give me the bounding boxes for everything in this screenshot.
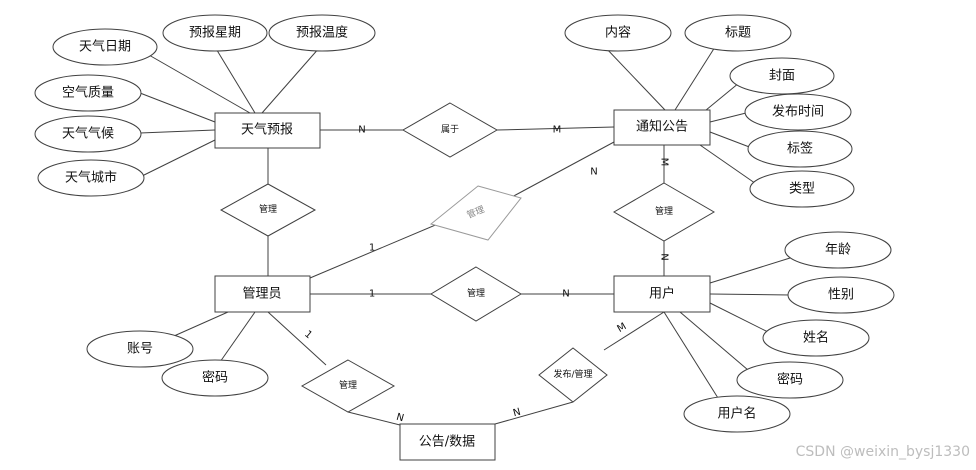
cardinality-belongs-notice: M <box>553 125 562 136</box>
svg-text:账号: 账号 <box>127 342 153 357</box>
svg-text:性别: 性别 <box>828 288 854 303</box>
svg-text:年龄: 年龄 <box>825 243 851 258</box>
attribute-forecast-temp: 预报温度 <box>268 14 376 52</box>
relationship-user-publish-manage: 发布/管理 <box>538 347 608 403</box>
attribute-notice-publish-time: 发布时间 <box>744 93 852 131</box>
attribute-notice-content: 内容 <box>564 14 672 52</box>
attribute-weather-climate: 天气气候 <box>34 115 142 153</box>
svg-text:通知公告: 通知公告 <box>636 119 688 135</box>
attribute-notice-tag: 标签 <box>747 130 853 168</box>
entity-notice-data: 公告/数据 <box>399 423 496 461</box>
relationship-user-manage-notice: 管理 <box>613 182 715 242</box>
attribute-air-quality: 空气质量 <box>34 74 142 112</box>
svg-text:管理员: 管理员 <box>242 287 281 302</box>
attribute-weather-city: 天气城市 <box>37 159 145 197</box>
svg-text:标签: 标签 <box>787 141 813 157</box>
svg-text:姓名: 姓名 <box>803 330 829 346</box>
svg-text:管理: 管理 <box>339 379 357 391</box>
svg-text:公告/数据: 公告/数据 <box>419 435 475 450</box>
svg-text:封面: 封面 <box>769 69 795 84</box>
attribute-notice-title: 标题 <box>684 14 792 52</box>
relationship-admin-manage-notice: 管理 <box>429 185 522 241</box>
svg-text:管理: 管理 <box>655 205 673 217</box>
svg-text:密码: 密码 <box>202 370 228 386</box>
svg-text:密码: 密码 <box>777 372 803 388</box>
cardinality-admin-data-data: N <box>395 412 405 425</box>
cardinality-user-notice-user: N <box>659 253 670 260</box>
attribute-user-password: 密码 <box>736 361 844 399</box>
svg-text:天气气候: 天气气候 <box>62 126 114 142</box>
attribute-notice-cover: 封面 <box>729 57 835 95</box>
entity-user: 用户 <box>613 275 711 313</box>
cardinality-admin-notice-admin: 1 <box>369 243 375 254</box>
attribute-user-name: 姓名 <box>762 319 870 357</box>
cardinality-user-notice-notice: M <box>659 158 670 167</box>
svg-text:管理: 管理 <box>467 287 485 299</box>
connector-lines <box>134 46 791 426</box>
svg-text:天气城市: 天气城市 <box>65 170 117 186</box>
attribute-admin-account: 账号 <box>86 330 194 368</box>
attribute-user-gender: 性别 <box>787 276 895 314</box>
svg-text:发布/管理: 发布/管理 <box>553 368 592 380</box>
svg-text:标题: 标题 <box>725 26 751 41</box>
svg-text:用户名: 用户名 <box>717 406 756 422</box>
cardinality-belongs-weather: N <box>358 125 365 136</box>
svg-text:内容: 内容 <box>605 25 631 41</box>
cardinality-admin-user-admin: 1 <box>369 289 375 300</box>
svg-text:属于: 属于 <box>441 124 459 135</box>
watermark-text: CSDN @weixin_bysj1330 <box>796 444 970 460</box>
svg-text:预报星期: 预报星期 <box>189 26 241 41</box>
cardinality-admin-data-admin: 1 <box>302 329 314 342</box>
cardinality-user-data-data: N <box>512 407 522 420</box>
entity-weather-forecast: 天气预报 <box>214 112 321 149</box>
attribute-notice-type: 类型 <box>749 170 855 208</box>
attribute-weather-date: 天气日期 <box>52 28 158 66</box>
svg-text:类型: 类型 <box>789 182 815 197</box>
svg-text:用户: 用户 <box>649 286 675 302</box>
attribute-forecast-week: 预报星期 <box>162 14 268 52</box>
svg-text:天气预报: 天气预报 <box>241 122 293 138</box>
entity-notice: 通知公告 <box>613 109 711 146</box>
cardinality-user-data-user: M <box>616 321 629 335</box>
attribute-user-username: 用户名 <box>683 395 791 433</box>
relationship-belongs-to: 属于 <box>401 102 499 158</box>
svg-text:管理: 管理 <box>259 203 277 215</box>
cardinality-labels: N M 1 N M N 1 N 1 N M N <box>302 125 669 425</box>
svg-text:预报温度: 预报温度 <box>296 25 348 41</box>
attribute-user-age: 年龄 <box>784 231 892 269</box>
entity-admin: 管理员 <box>214 275 311 313</box>
cardinality-admin-notice-notice: N <box>590 167 597 178</box>
svg-text:发布时间: 发布时间 <box>772 104 824 120</box>
relationship-admin-manage-weather: 管理 <box>219 183 317 237</box>
svg-text:空气质量: 空气质量 <box>62 85 114 101</box>
relationship-admin-manage-user: 管理 <box>430 266 522 322</box>
cardinality-admin-user-user: N <box>562 289 569 300</box>
attribute-admin-password: 密码 <box>161 359 269 397</box>
relationship-admin-manage-data: 管理 <box>300 359 396 413</box>
svg-text:天气日期: 天气日期 <box>79 39 131 55</box>
